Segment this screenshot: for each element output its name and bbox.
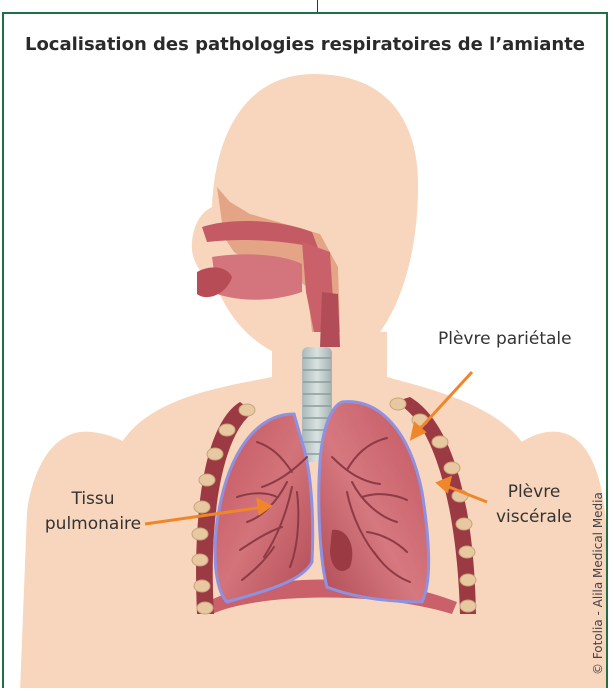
label-line: Tissu bbox=[38, 487, 148, 512]
label-plevre-parietale: Plèvre pariétale bbox=[438, 327, 572, 352]
label-tissu-pulmonaire: Tissu pulmonaire bbox=[38, 487, 148, 537]
label-line: Plèvre bbox=[484, 480, 584, 505]
photo-credit: © Fotolia - Alila Medical Media bbox=[591, 492, 605, 675]
figure-title: Localisation des pathologies respiratoir… bbox=[4, 34, 606, 55]
frame-tick bbox=[317, 0, 318, 12]
label-line: viscérale bbox=[484, 505, 584, 530]
label-plevre-viscerale: Plèvre viscérale bbox=[484, 480, 584, 530]
label-line: pulmonaire bbox=[38, 512, 148, 537]
